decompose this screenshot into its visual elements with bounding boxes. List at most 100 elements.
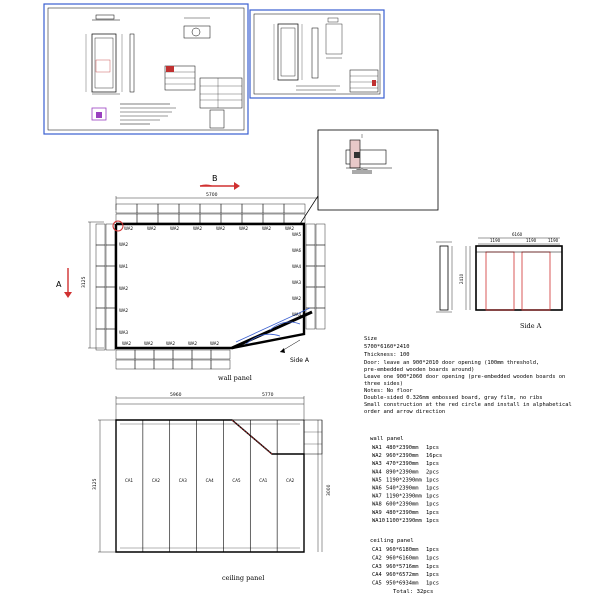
list-item-code: WA10 [372, 518, 385, 524]
list-item-code: WA5 [372, 477, 382, 483]
wall-code-right: WA3 [292, 280, 301, 285]
ceiling-strip-code: CA5 [232, 478, 241, 483]
arrow-b-label: B [212, 174, 218, 183]
list-item-size: 960*6180mm [386, 547, 418, 553]
list-item-code: WA4 [372, 469, 382, 475]
list-item-size: 540*2390mm [386, 486, 418, 492]
list-item-code: WA3 [372, 461, 382, 467]
list-item-qty: 2pcs [426, 469, 439, 475]
list-item-size: 1190*2390mm [386, 494, 422, 500]
wall-code-top: WA2 [124, 226, 133, 231]
ceiling-panel-plan: CA1 CA2 CA3 CA4 CA5 CA1 CA2 [98, 396, 323, 553]
sheet-thumbnail-2[interactable] [249, 9, 385, 99]
wall-code-left: WA2 [119, 242, 128, 247]
ceiling-strip-code: CA2 [152, 478, 161, 483]
spec-door2b: three sides) [364, 381, 403, 387]
spec-size-value: 5700*6160*2410 [364, 344, 409, 350]
callout-leader-line [299, 195, 319, 225]
spec-thickness: Thickness: 100 [364, 352, 409, 358]
list-item-qty: 1pcs [426, 477, 439, 483]
list-item-size: 1190*2390mm [386, 477, 422, 483]
wall-code-bottom: WA2 [188, 341, 197, 346]
list-item-code: WA6 [372, 486, 382, 492]
list-item-code: WA1 [372, 445, 382, 451]
list-item-code: WA7 [372, 494, 382, 500]
list-item-size: 890*2390mm [386, 469, 418, 475]
ceiling-strip-code: CA4 [206, 478, 215, 483]
wall-code-top: WA2 [216, 226, 225, 231]
wall-code-bottom: WA2 [166, 341, 175, 346]
arrow-right-icon [199, 182, 240, 190]
list-item-qty: 1pcs [426, 494, 439, 500]
wall-code-top: WA2 [170, 226, 179, 231]
ceiling-list-heading: ceiling panel [370, 538, 414, 544]
list-item-code: WA2 [372, 453, 382, 459]
list-item-qty: 1pcs [426, 502, 439, 508]
list-item-qty: 1pcs [426, 581, 439, 587]
plan-left-dim: 3125 [81, 276, 87, 288]
list-item-size: 480*2390mm [386, 510, 418, 516]
side-a-seg3: 1190 [548, 238, 559, 243]
wall-code-left: WA2 [119, 308, 128, 313]
arrow-down-icon [64, 268, 72, 298]
spec-notes: Size 5700*6160*2410 Thickness: 100 Door:… [364, 336, 572, 415]
list-item-code: CA3 [372, 564, 382, 570]
wall-code-bottom: WA2 [210, 341, 219, 346]
list-item-qty: 1pcs [426, 461, 439, 467]
plan-top-dim: 5700 [206, 192, 218, 198]
list-item-code: CA1 [372, 547, 382, 553]
list-item-size: 960*5716mm [386, 564, 418, 570]
list-item-code: CA4 [372, 572, 382, 578]
side-a-top-dim: 6160 [512, 232, 523, 237]
list-item-qty: 1pcs [426, 510, 439, 516]
spec-note1: Double-sided 0.326mm embossed board, gra… [364, 395, 543, 401]
list-item-qty: 1pcs [426, 555, 439, 561]
ceiling-left-dim: 3125 [92, 478, 98, 490]
wall-panel-plan [88, 196, 326, 370]
spec-door1b: pre-embedded wooden boards around) [364, 367, 474, 373]
list-item-qty: 1pcs [426, 572, 439, 578]
ceiling-strip-code: CA1 [259, 478, 268, 483]
list-item-size: 470*2390mm [386, 461, 418, 467]
list-item-qty: 1pcs [426, 564, 439, 570]
wall-code-right: WA4 [292, 264, 301, 269]
wall-code-right: WA2 [292, 296, 301, 301]
wall-code-left: WA1 [119, 264, 128, 269]
total-count: Total: 32pcs [393, 589, 433, 595]
wall-code-bottom: WA2 [144, 341, 153, 346]
detail-callout-box[interactable] [317, 129, 439, 211]
wall-code-top: WA2 [262, 226, 271, 231]
list-item-size: 600*2390mm [386, 502, 418, 508]
wall-code-right: WA4 [292, 312, 301, 317]
side-a-elevation [436, 237, 563, 313]
ceiling-strip-code: CA2 [286, 478, 295, 483]
list-item-qty: 1pcs [426, 445, 439, 451]
ceiling-panel-caption: ceiling panel [222, 574, 264, 582]
list-item-qty: 16pcs [426, 453, 442, 459]
ceiling-strip-code: CA3 [179, 478, 188, 483]
list-item-qty: 1pcs [426, 518, 439, 524]
side-a-height: 2410 [459, 273, 464, 284]
ceiling-top-dim-b: 5770 [262, 392, 274, 398]
side-a-caption: Side A [520, 322, 542, 330]
list-item-code: WA8 [372, 502, 382, 508]
wall-code-bottom: WA2 [122, 341, 131, 346]
wall-code-top: WA2 [147, 226, 156, 231]
list-item-size: 960*6572mm [386, 572, 418, 578]
install-start-marker [112, 220, 124, 232]
spec-size: Size [364, 336, 377, 342]
sheet-thumbnail-1[interactable] [43, 3, 249, 135]
list-item-code: CA5 [372, 581, 382, 587]
side-a-seg1: 1190 [490, 238, 501, 243]
list-item-size: 950*6934mm [386, 581, 418, 587]
wall-code-left: WA2 [119, 286, 128, 291]
ceiling-strip-code: CA1 [125, 478, 134, 483]
spec-note2: Small construction at the red circle and… [364, 402, 572, 408]
list-item-size: 960*6160mm [386, 555, 418, 561]
spec-door2: Leave one 900*2060 door opening (pre-emb… [364, 374, 565, 380]
side-a-callout-label: Side A [290, 357, 310, 364]
wall-code-right: WA5 [292, 232, 301, 237]
